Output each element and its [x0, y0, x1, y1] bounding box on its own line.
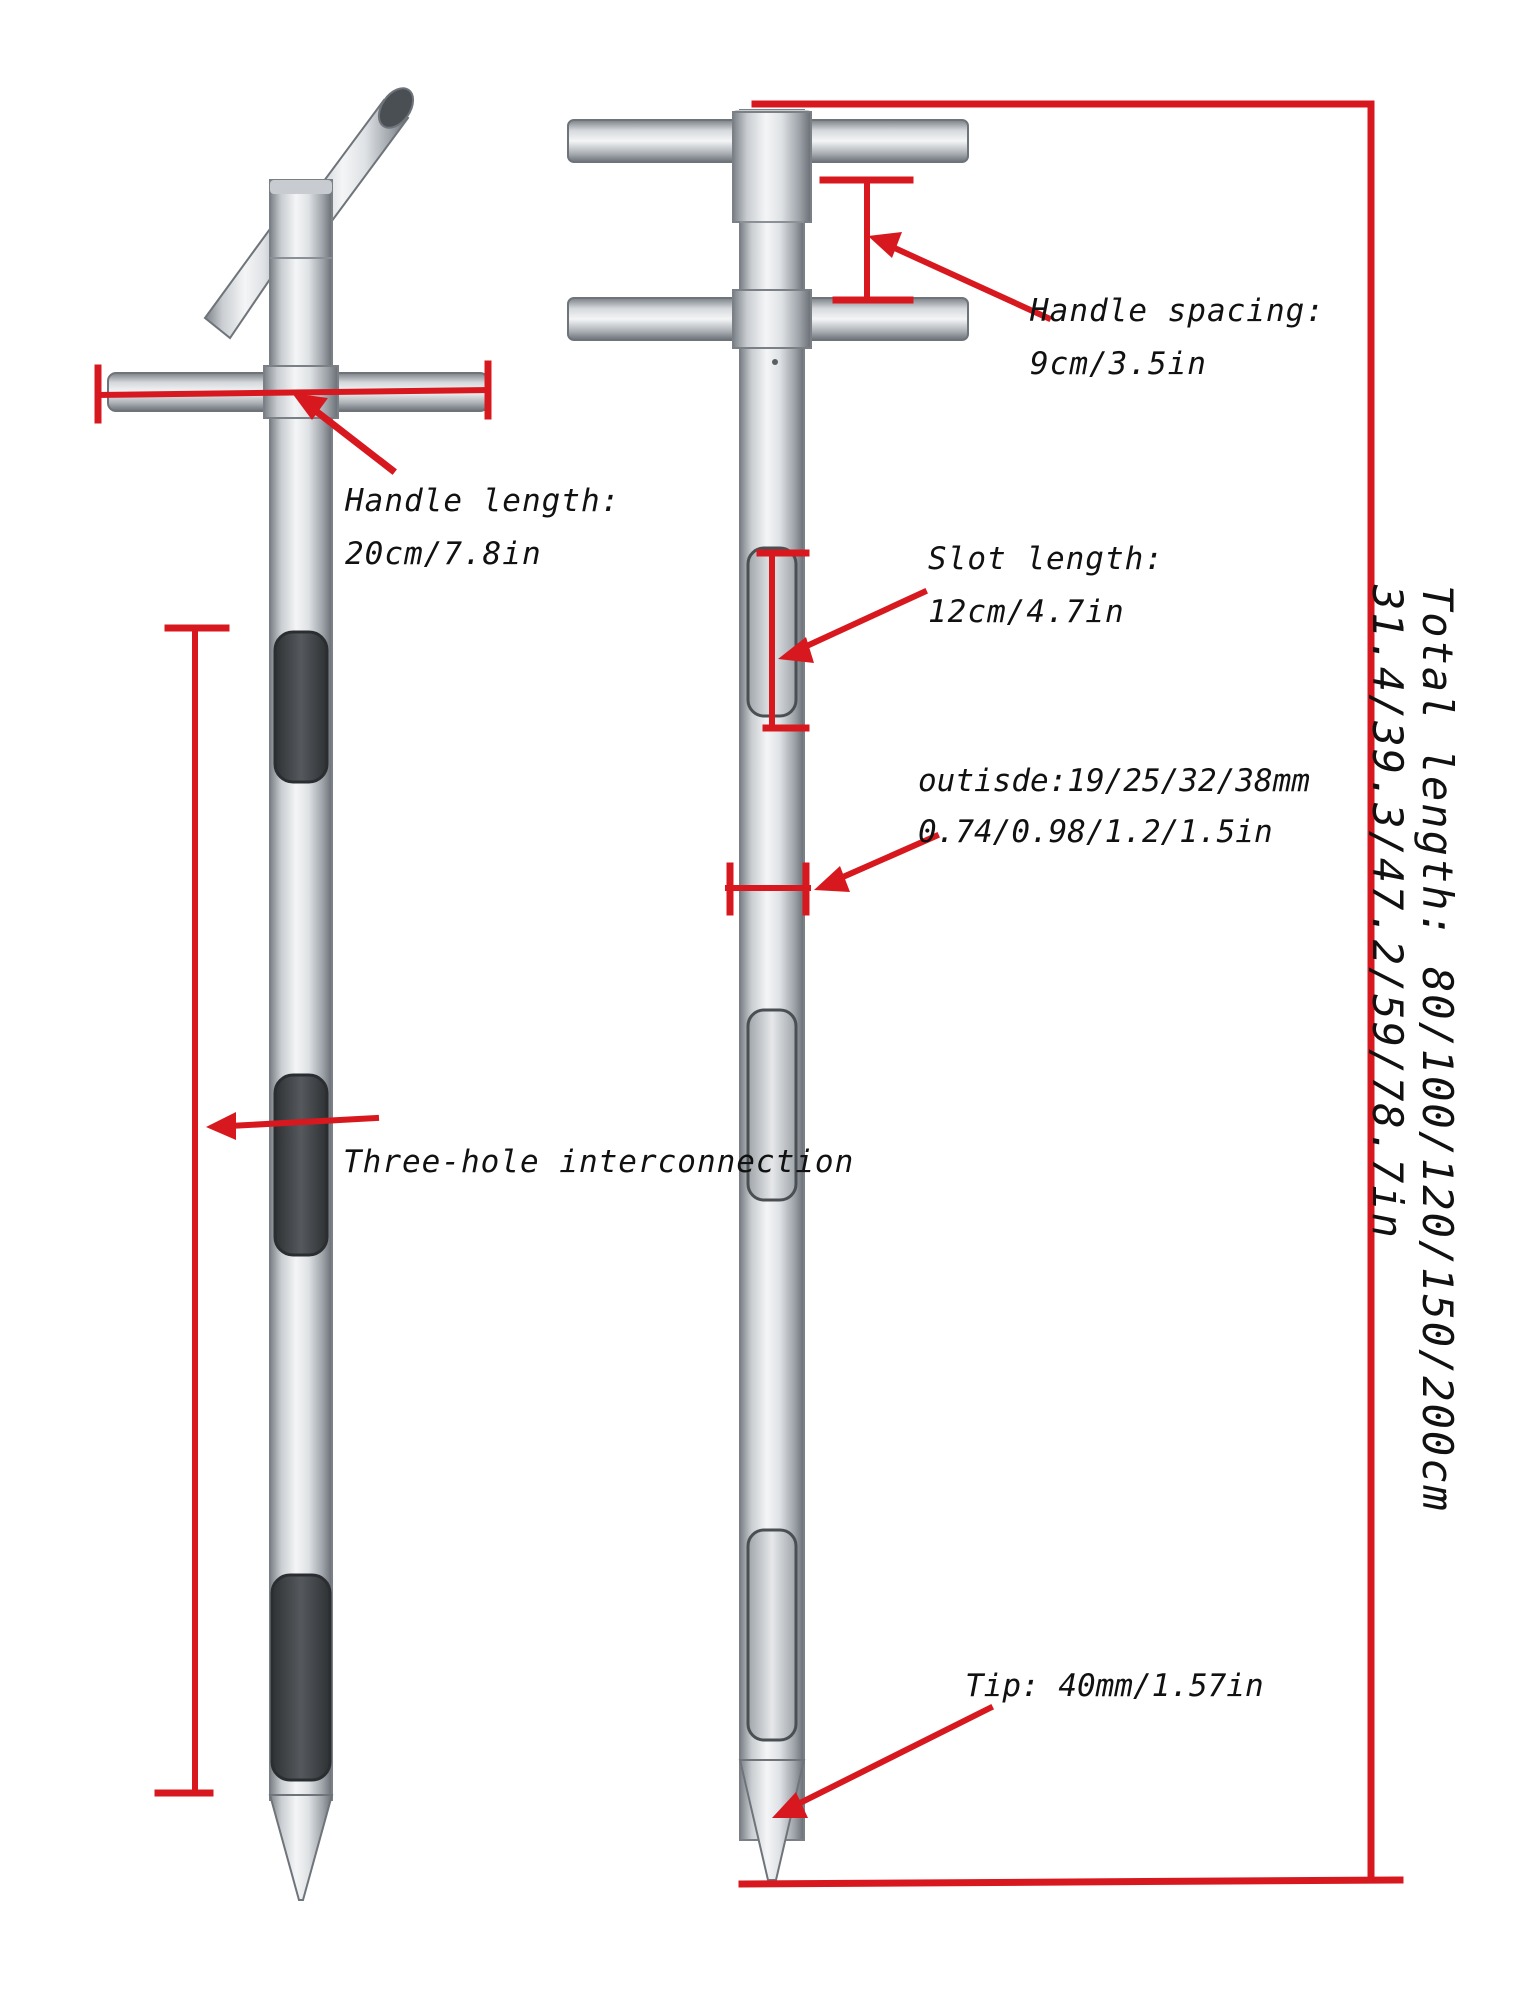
tip-arrow — [772, 1703, 995, 1818]
left-slot-3 — [270, 1573, 332, 1782]
left-slot-1 — [273, 630, 329, 784]
total-length-imperial: 31.4/39.3/47.2/59/78.7in — [1363, 585, 1413, 1240]
left-shaft — [269, 179, 333, 1801]
outside-diameter-dimension — [725, 862, 811, 916]
handle-length-label: Handle length: 20cm/7.8in — [345, 482, 620, 574]
handle-length-arrow — [292, 393, 397, 475]
right-slot-3 — [746, 1528, 798, 1742]
right-auger — [567, 109, 969, 1881]
three-hole-arrow — [206, 1112, 380, 1140]
slot-length-title: Slot length: — [928, 541, 1164, 577]
handle-spacing-arrow — [868, 232, 1052, 322]
handle-spacing-dimension — [819, 176, 914, 304]
total-length-metric: Total length: 80/100/120/150/200cm — [1413, 585, 1462, 1513]
three-hole-range-dimension — [154, 624, 230, 1797]
slot-length-dimension — [756, 549, 810, 732]
slot-length-value: 12cm/4.7in — [928, 593, 1125, 630]
outside-diameter-metric: outisde:19/25/32/38mm — [918, 763, 1310, 799]
handle-length-value: 20cm/7.8in — [345, 535, 542, 572]
tip-label: Tip: 40mm/1.57in — [965, 1668, 1264, 1704]
handle-spacing-label: Handle spacing: 9cm/3.5in — [1030, 292, 1325, 384]
outside-diameter-imperial: 0.74/0.98/1.2/1.5in — [918, 813, 1273, 850]
right-tip — [738, 1759, 806, 1881]
handle-spacing-value: 9cm/3.5in — [1030, 345, 1207, 382]
handle-length-title: Handle length: — [345, 483, 621, 519]
annotations — [94, 100, 1404, 1888]
three-hole-label: Three-hole interconnection — [343, 1144, 855, 1180]
left-slot-2 — [273, 1073, 329, 1257]
slot-length-arrow — [778, 588, 928, 663]
left-tip — [268, 1794, 334, 1901]
total-length-dimension — [738, 100, 1404, 1888]
handle-spacing-title: Handle spacing: — [1030, 293, 1325, 329]
outside-diameter-label: outisde:19/25/32/38mm 0.74/0.98/1.2/1.5i… — [918, 762, 1310, 852]
slot-length-label: Slot length: 12cm/4.7in — [928, 540, 1164, 632]
outside-diameter-arrow — [814, 832, 940, 892]
handle-length-dimension — [94, 360, 492, 424]
left-auger — [107, 87, 489, 1901]
total-length-label: Total length: 80/100/120/150/200cm 31.4/… — [1363, 585, 1462, 1513]
right-slot-2 — [746, 1008, 798, 1202]
